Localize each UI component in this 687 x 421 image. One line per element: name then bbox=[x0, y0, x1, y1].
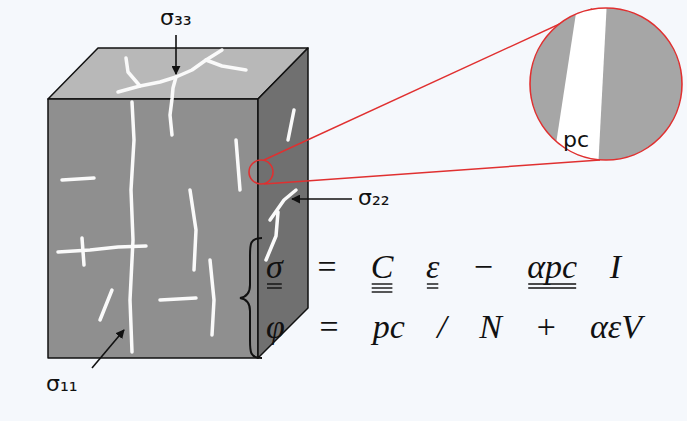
tensor-underline bbox=[427, 287, 438, 288]
stress-arrow bbox=[92, 330, 124, 368]
tensor-underline bbox=[372, 291, 393, 292]
stress-arrow bbox=[175, 35, 177, 74]
cracks bbox=[58, 50, 296, 352]
tensor-underline bbox=[372, 287, 393, 288]
zoom-view bbox=[520, 0, 687, 170]
equation-brace bbox=[240, 238, 262, 358]
equation: σ = C ε − αpc I bbox=[266, 248, 621, 285]
equation: φ = pc / N + αεV bbox=[266, 308, 642, 345]
zoom-line bbox=[264, 160, 600, 184]
pressure-label: pc bbox=[563, 128, 589, 152]
cube-front-face bbox=[48, 99, 258, 358]
stress-arrow bbox=[292, 198, 352, 200]
stress-label: σ₂₂ bbox=[358, 186, 390, 210]
tensor-underline bbox=[267, 287, 282, 288]
zoom-circle bbox=[530, 8, 682, 160]
zoom-source-circle bbox=[249, 160, 273, 184]
tensor-underline bbox=[528, 287, 576, 288]
stress-label: σ₃₃ bbox=[160, 6, 192, 30]
stress-label: σ₁₁ bbox=[46, 372, 78, 396]
